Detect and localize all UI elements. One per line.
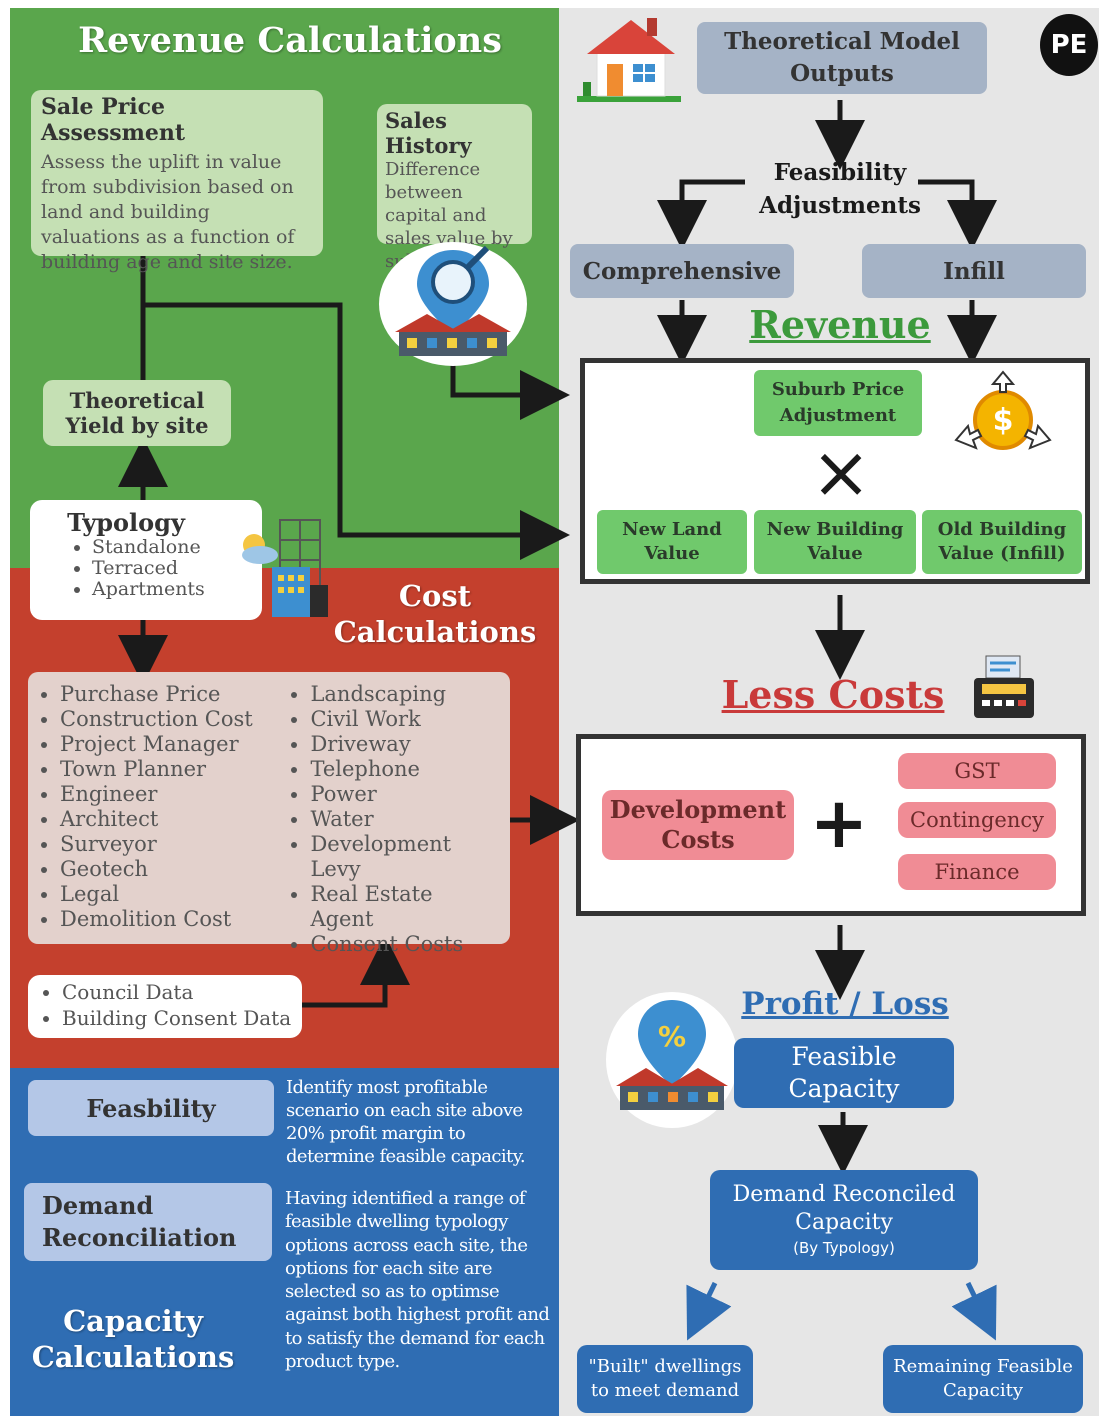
cost-list-col2: Landscaping Civil Work Driveway Telephon… [288,682,500,956]
new-building-chip: New Building Value [754,510,916,574]
cost-item: Construction Cost [60,707,288,732]
demand-text: Having identified a range of feasible dw… [285,1188,550,1373]
gst-chip: GST [898,753,1056,789]
dev-costs-label: Development Costs [609,795,787,854]
contingency-chip: Contingency [898,802,1056,838]
house-icon [577,12,681,104]
revenue-calc-title: Revenue Calculations [78,20,502,61]
demand-reconciled-label: Demand Reconciled Capacity [732,1182,956,1235]
built-dwellings-box: "Built" dwellings to meet demand [577,1345,753,1413]
remaining-capacity-label: Remaining Feasible Capacity [893,1356,1073,1401]
feasibility-label: Feasbility [86,1093,216,1123]
theoretical-outputs-label: Theoretical Model Outputs [724,28,960,87]
capacity-calc-title: Capacity Calculations [31,1304,235,1374]
comprehensive-label: Comprehensive [582,257,782,285]
contingency-label: Contingency [910,808,1044,832]
finance-chip: Finance [898,854,1056,890]
sales-history-box: Sales History Difference between capital… [377,104,532,272]
sale-price-title: Sale Price Assessment [41,94,186,146]
comprehensive-chip: Comprehensive [570,244,794,298]
demand-label: Demand Reconciliation [42,1191,237,1252]
old-building-label: Old Building Value (Infill) [937,519,1067,564]
new-land-chip: New Land Value [597,510,747,574]
old-building-chip: Old Building Value (Infill) [922,510,1082,574]
percent-location-icon: % [604,990,740,1130]
typology-box: Typology Standalone Terraced Apartments [30,500,262,620]
cost-calc-title: Cost Calculations [333,579,537,649]
cost-item: Geotech [60,857,288,882]
data-sources-box: Council Data Building Consent Data [28,975,302,1038]
cost-list-col1: Purchase Price Construction Cost Project… [38,682,288,934]
cost-item: Driveway [310,732,500,757]
infill-chip: Infill [862,244,1086,298]
cost-item: Civil Work [310,707,500,732]
data-source-item: Council Data [62,979,294,1005]
cost-item: Architect [60,807,288,832]
theoretical-yield-label: Theoretical Yield by site [65,388,209,438]
cost-items-box: Purchase Price Construction Cost Project… [28,672,510,956]
typology-title: Typology [67,508,185,537]
typology-item: Standalone [92,537,250,558]
cost-item: Power [310,782,500,807]
coin-icon: $ [948,368,1058,464]
remaining-capacity-box: Remaining Feasible Capacity [883,1345,1083,1413]
sale-price-text: Assess the uplift in value from subdivis… [41,151,295,273]
new-land-label: New Land Value [622,519,722,564]
revenue-heading: Revenue [749,302,931,347]
feasibility-chip: Feasbility [28,1080,274,1136]
gst-label: GST [954,759,1000,783]
profit-loss-heading: Profit / Loss [741,986,949,1022]
suburb-price-chip: Suburb Price Adjustment [754,370,922,436]
plus-sign: + [809,782,869,864]
suburb-price-label: Suburb Price Adjustment [771,379,905,426]
new-building-label: New Building Value [766,519,904,564]
feasibility-text: Identify most profitable scenario on eac… [286,1077,526,1167]
data-source-item: Building Consent Data [62,1005,294,1031]
typology-list: Standalone Terraced Apartments [70,537,250,600]
typology-item: Apartments [92,579,250,600]
cost-item: Real Estate Agent [310,882,500,932]
cost-item: Telephone [310,757,500,782]
cost-item: Town Planner [60,757,288,782]
multiply-sign: × [810,430,872,514]
cost-item: Surveyor [60,832,288,857]
typology-item: Terraced [92,558,250,579]
cost-item: Purchase Price [60,682,288,707]
demand-chip: Demand Reconciliation [24,1183,272,1261]
cost-item: Engineer [60,782,288,807]
svg-text:$: $ [993,403,1014,438]
svg-text:%: % [658,1020,686,1053]
infill-label: Infill [943,257,1005,285]
theoretical-outputs-chip: Theoretical Model Outputs [697,22,987,94]
demand-reconciled-box: Demand Reconciled Capacity (By Typology) [710,1170,978,1270]
sales-history-title: Sales History [385,108,472,158]
feasible-capacity-label: Feasible Capacity [788,1042,900,1103]
cost-item: Development Levy [310,832,500,882]
by-typology-label: (By Typology) [793,1239,895,1257]
feasible-capacity-box: Feasible Capacity [734,1038,954,1108]
cost-item: Demolition Cost [60,907,288,932]
cost-item: Water [310,807,500,832]
cost-item: Consent Costs [310,932,500,957]
less-costs-heading: Less Costs [721,672,945,717]
theoretical-yield-box: Theoretical Yield by site [43,380,231,446]
cost-item: Landscaping [310,682,500,707]
feasibility-adjustments-label: Feasibility Adjustments [759,159,921,219]
cash-register-icon [968,652,1040,724]
buildings-icon [232,515,332,620]
cost-item: Project Manager [60,732,288,757]
magnifier-location-icon [377,242,529,370]
pe-logo: PE [1040,14,1098,76]
finance-label: Finance [934,860,1020,884]
dev-costs-chip: Development Costs [602,790,794,860]
sale-price-box: Sale Price Assessment Assess the uplift … [31,90,323,273]
data-sources-list: Council Data Building Consent Data [36,979,294,1031]
cost-item: Legal [60,882,288,907]
built-dwellings-label: "Built" dwellings to meet demand [588,1356,742,1401]
